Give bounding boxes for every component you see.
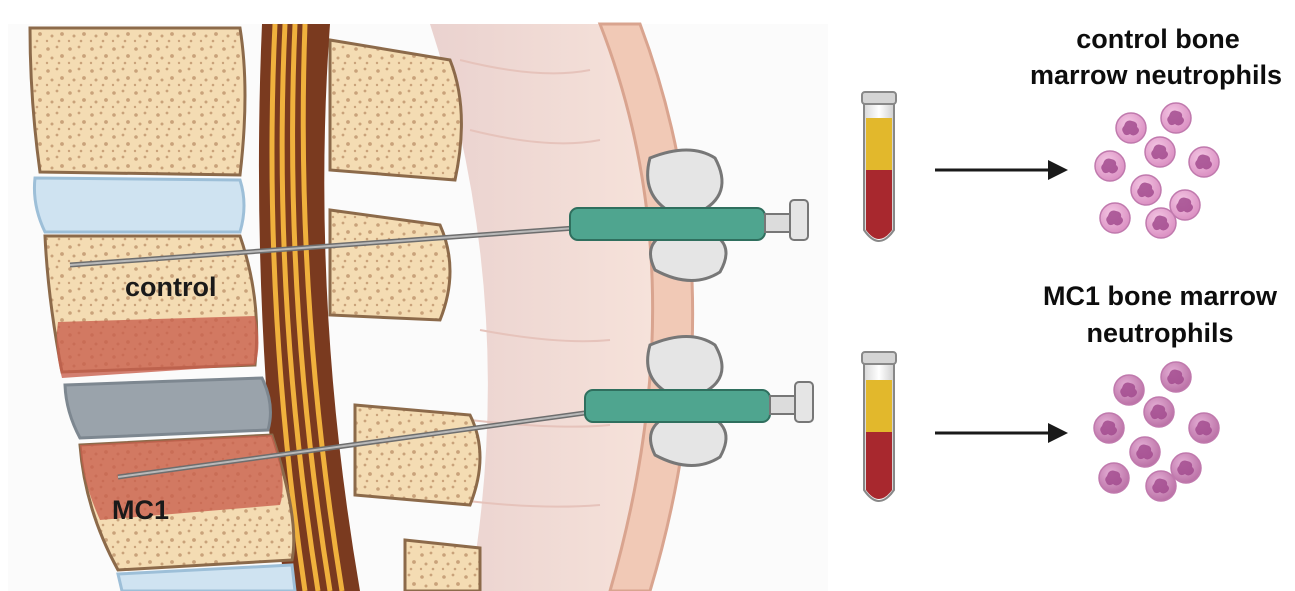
- neutrophil-cell: [1144, 397, 1174, 427]
- control-result-title-line1: control bone: [1076, 24, 1240, 54]
- plasma-layer: [866, 380, 892, 432]
- syringe-handle-top: [648, 150, 722, 213]
- syringe-plunger: [770, 396, 795, 414]
- syringe-barrel: [570, 208, 765, 240]
- arrow-control: [935, 160, 1068, 180]
- neutrophil-cell: [1189, 147, 1219, 177]
- syringe-plunger: [765, 214, 790, 232]
- blood-tube-mc1: [862, 352, 896, 501]
- neutrophil-cell: [1094, 413, 1124, 443]
- plasma-layer: [866, 118, 892, 170]
- syringe-cap: [795, 382, 813, 422]
- syringe-barrel: [585, 390, 770, 422]
- neutrophil-cell: [1116, 113, 1146, 143]
- neutrophil-cell: [1171, 453, 1201, 483]
- neutrophil-cell: [1146, 208, 1176, 238]
- tube-cap: [862, 92, 896, 104]
- neutrophil-cell: [1099, 463, 1129, 493]
- control-vertebra-label: control: [125, 272, 217, 302]
- neutrophil-cell: [1114, 375, 1144, 405]
- disc-degenerated: [65, 378, 270, 438]
- mc1-result-title-line1: MC1 bone marrow: [1043, 281, 1278, 311]
- spine-illustration: control MC1: [8, 24, 828, 591]
- neutrophil-cell: [1146, 471, 1176, 501]
- disc-upper: [34, 178, 244, 232]
- blood-tube-control: [862, 92, 896, 241]
- neutrophil-cluster-control: [1095, 103, 1219, 238]
- modic-lesion-lower: [80, 435, 283, 520]
- syringe-cap: [790, 200, 808, 240]
- neutrophil-cell: [1161, 103, 1191, 133]
- syringe-handle-top: [648, 337, 722, 396]
- neutrophil-cell: [1100, 203, 1130, 233]
- mc1-result-title-line2: neutrophils: [1087, 318, 1234, 348]
- neutrophil-cell: [1131, 175, 1161, 205]
- neutrophil-cell: [1161, 362, 1191, 392]
- arrow-mc1: [935, 423, 1068, 443]
- mc1-vertebra-label: MC1: [112, 495, 169, 525]
- control-result-title-line2: marrow neutrophils: [1030, 60, 1282, 90]
- blood-layer: [866, 432, 892, 499]
- neutrophil-cluster-mc1: [1094, 362, 1219, 501]
- blood-layer: [866, 170, 892, 239]
- neutrophil-cell: [1095, 151, 1125, 181]
- tube-cap: [862, 352, 896, 364]
- neutrophil-cell: [1130, 437, 1160, 467]
- neutrophil-cell: [1189, 413, 1219, 443]
- vertebra-top: [30, 28, 245, 175]
- neutrophil-cell: [1145, 137, 1175, 167]
